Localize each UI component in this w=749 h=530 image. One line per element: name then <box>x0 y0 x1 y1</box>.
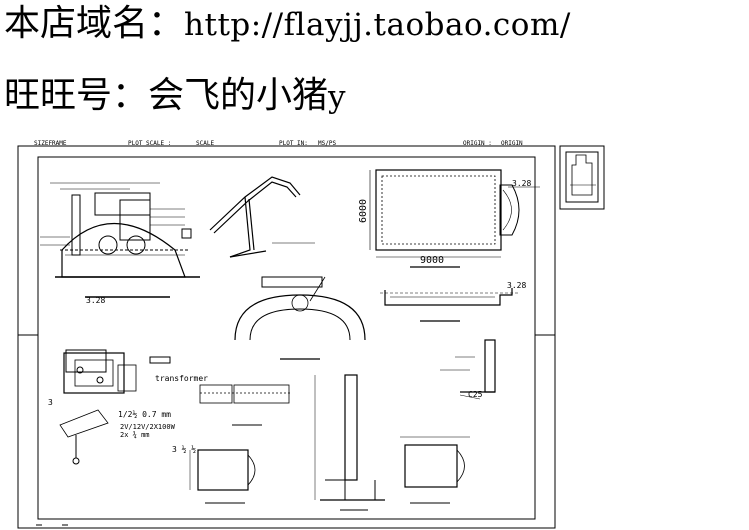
small-pool-plan-b <box>400 436 470 504</box>
cad-drawing: SIZEFRAME PLOT SCALE : SCALE PLOT IN: MS… <box>17 140 605 529</box>
sheet-border <box>17 145 556 529</box>
wangwang-line: 旺旺号：会飞的小猪y <box>4 78 346 114</box>
wall-detail <box>440 339 496 400</box>
transformer-detail <box>59 349 171 465</box>
pier-section-detail <box>314 374 385 511</box>
bench-strip-detail <box>199 384 290 426</box>
pool-length-dim: 9000 <box>420 255 444 266</box>
pool-section-detail <box>380 288 520 322</box>
fountain-section-detail <box>40 182 200 298</box>
wangwang-name: 会飞的小猪 <box>148 75 329 116</box>
small-pool-plan-a <box>189 449 256 504</box>
shop-url-link[interactable]: http://flayjj.taobao.com/ <box>184 7 571 43</box>
level-left-label: 3.28 <box>86 296 105 305</box>
pool-plan-detail <box>369 169 540 268</box>
shop-domain-label: 本店域名： <box>4 3 185 44</box>
pool-width-dim: 6000 <box>358 199 369 223</box>
size-a-label: 3 ½ ½ <box>172 444 196 454</box>
item-3-label: 3 <box>48 398 53 407</box>
plot-scale-value: SCALE <box>196 140 214 147</box>
plot-in-label: PLOT IN: <box>279 140 308 147</box>
thumbnail-frame <box>559 145 605 210</box>
spec-line-1: 1/2½ 0.7 mm <box>118 409 171 419</box>
arch-detail <box>234 276 366 360</box>
level-right-mid: 3.28 <box>507 281 526 290</box>
transformer-label: transformer <box>155 374 208 383</box>
spec-line-2: 2V/12V/2X100W <box>120 423 176 431</box>
wangwang-suffix: y <box>328 79 346 115</box>
shop-domain-line: 本店域名：http://flayjj.taobao.com/ <box>4 6 571 42</box>
level-right-top: 3.28 <box>512 179 531 188</box>
plot-in-value: MS/PS <box>318 140 336 147</box>
level-c-label: C25 <box>468 390 483 399</box>
origin-label: ORIGIN : <box>463 140 492 147</box>
plot-scale-label: PLOT SCALE : <box>128 140 171 147</box>
origin-value: ORIGIN <box>501 140 523 147</box>
spec-line-3: 2x ¾ mm <box>120 431 150 439</box>
sizeframe-label: SIZEFRAME <box>34 140 67 147</box>
wangwang-label: 旺旺号： <box>4 75 149 116</box>
pipe-bend-detail <box>209 176 315 258</box>
drawing-frame <box>37 156 536 520</box>
